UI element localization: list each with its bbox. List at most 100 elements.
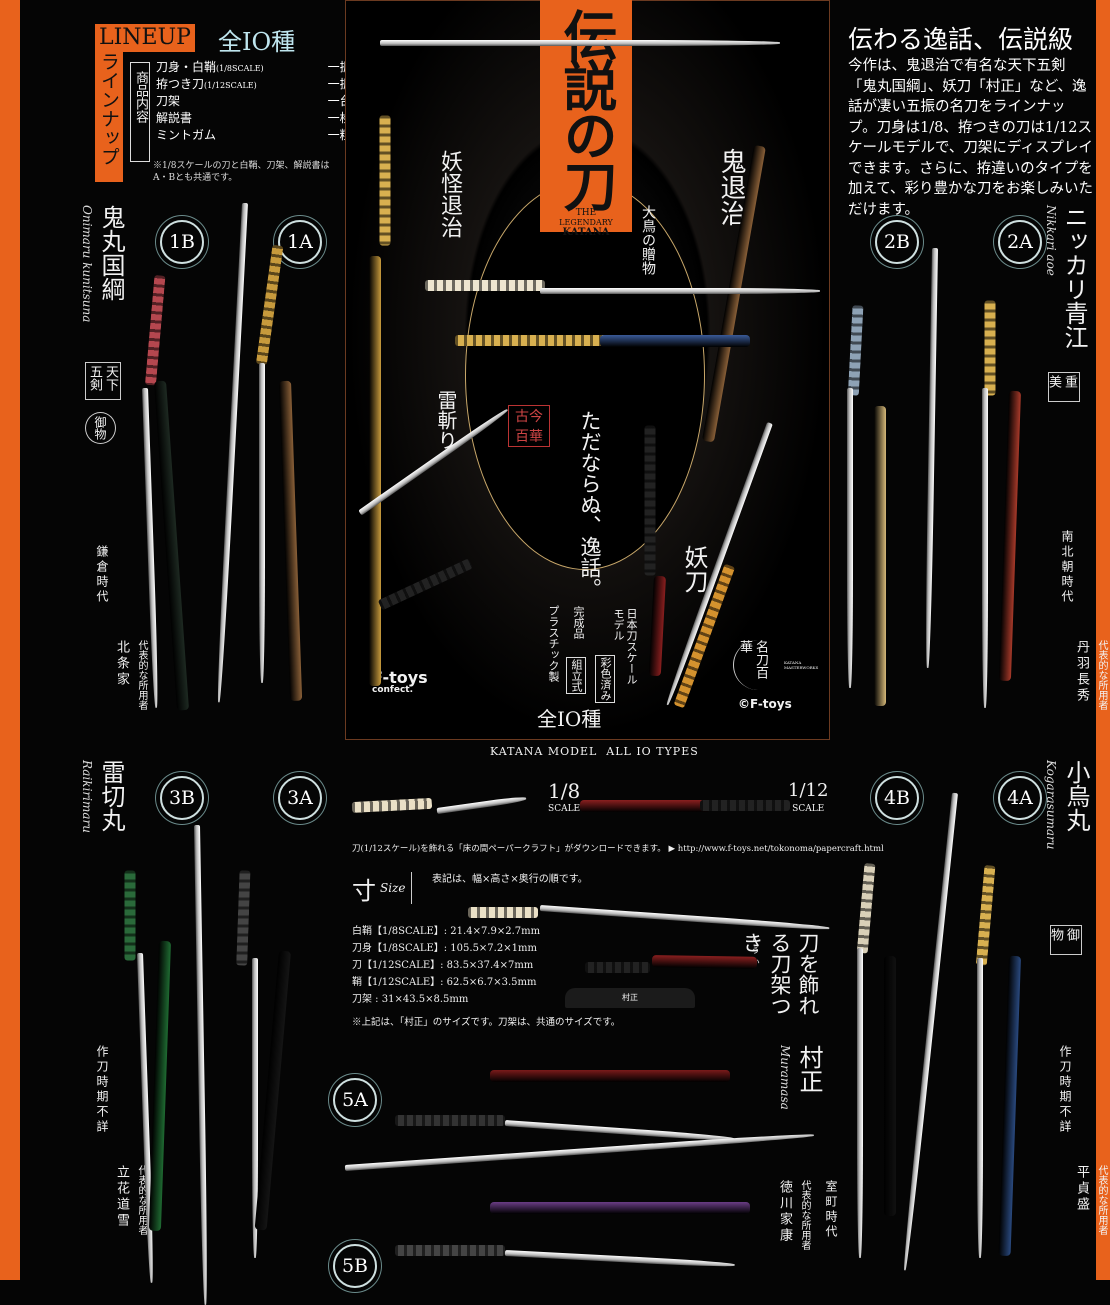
lineup-item-name: 解説書 <box>156 111 193 125</box>
scale-1-12-word: SCALE <box>792 804 825 814</box>
katana-handle-image <box>395 1245 505 1256</box>
katana-handle-image <box>351 797 433 813</box>
katana-handle-image <box>144 275 166 386</box>
katana-owner: 代表的な所用者北条家 <box>95 640 149 710</box>
katana-owner: 代表的な所用者徳川家康 <box>758 1180 812 1250</box>
size-row: 刀架 : 31×43.5×8.5mm <box>352 994 469 1005</box>
katana-sheath-image <box>600 335 750 347</box>
title-banner: 伝説の刀 THE LEGENDARY KATANA <box>540 0 632 238</box>
subtitle-line1: THE <box>575 208 597 218</box>
lineup-item-name: 刀身・白鞘(1/8SCALE) <box>156 60 264 74</box>
lineup-item: 刀架一台 <box>154 92 354 109</box>
katana-name: ニッカリ青江 <box>1060 205 1088 349</box>
stand-label: 村正 <box>622 993 638 1002</box>
katana-era: 室町時代 <box>824 1180 838 1240</box>
katana-blade-image <box>540 288 820 294</box>
size-row: 鞘【1/12SCALE】: 62.5×6.7×3.5mm <box>352 977 537 988</box>
katana-romaji: Onimaru kunitsuna <box>80 205 94 323</box>
lineup-count: 全IO種 <box>218 28 296 56</box>
katana-blade-image <box>259 363 265 683</box>
katana-sheath-image <box>490 1070 730 1082</box>
variant-badge-1A: 1A <box>278 220 322 264</box>
variant-badge-3B: 3B <box>160 776 204 820</box>
katana-sheath-image <box>148 940 171 1232</box>
katana-handle-image <box>379 115 391 246</box>
scale-1-12: 1/12 SCALE <box>788 782 828 818</box>
scale-1-8-value: 1/8 <box>548 779 581 803</box>
katana-sheath-image <box>998 390 1021 682</box>
variant-badge-4B: 4B <box>875 776 919 820</box>
scale-1-8-word: SCALE <box>548 804 581 814</box>
brand-name: F-toys <box>372 668 428 687</box>
katana-handle-image <box>255 244 284 366</box>
intro-body: 今作は、鬼退治で有名な天下五剣「鬼丸国綱」、妖刀「村正」など、逸話が凄い五振の名… <box>848 58 1094 218</box>
tagline: ただならぬ、逸話。 <box>578 410 602 599</box>
lineup-label: LINEUP <box>95 24 195 52</box>
katana-blade-image <box>380 40 780 46</box>
stand-ruby: とうか <box>751 934 760 970</box>
size-kanji: 寸 <box>352 876 376 905</box>
katana-romaji: Raikirimaru <box>80 760 94 833</box>
katana-romaji: Nikkari aoe <box>1044 205 1058 276</box>
katana-blade-image <box>344 1132 815 1171</box>
katana-handle-image <box>856 863 876 954</box>
subtitle-line3: KATANA <box>562 227 610 238</box>
katana-handle-image <box>236 870 251 966</box>
owner-name: 立花道雪 <box>114 1165 129 1229</box>
katana-blade-image <box>847 388 853 688</box>
katana-sheath-image <box>279 380 303 702</box>
katana-romaji: Muramasa <box>778 1045 792 1110</box>
lineup-item-name: 拵つき刀(1/12SCALE) <box>156 77 257 91</box>
variant-badge-5B: 5B <box>333 1244 377 1288</box>
lineup-item: 拵つき刀(1/12SCALE)一振 <box>154 75 354 92</box>
scale-1-12-value: 1/12 <box>788 780 829 801</box>
katana-handle-image <box>395 1115 505 1126</box>
series-logo-sub: KATANA MASTERWORKS <box>784 660 819 670</box>
brand-sub: confect. <box>372 685 414 695</box>
size-heading: 寸 Size <box>352 872 413 905</box>
feature-painted: 彩色済み <box>595 655 615 703</box>
katana-era: 作刀時期不詳 <box>1058 1045 1072 1135</box>
katana-blade-image <box>215 202 248 703</box>
katana-blade-image <box>504 1250 735 1269</box>
katana-blade-image <box>924 247 938 668</box>
katana-handle-image <box>585 962 650 973</box>
katana-name: 村正 <box>795 1045 823 1093</box>
variant-badge-1B: 1B <box>160 220 204 264</box>
ftoys-logo: F-toys confect. <box>372 668 428 696</box>
size-row: 刀身【1/8SCALE】: 105.5×7.2×1mm <box>352 943 537 954</box>
katana-name: 小烏丸 <box>1062 760 1090 832</box>
katana-blade-image <box>194 824 209 1305</box>
size-note: 表記は、幅×高さ×奥行の順です。 <box>432 874 588 885</box>
intro-heading: 伝わる逸話、伝説級 <box>848 25 1074 54</box>
variant-badge-5A: 5A <box>333 1078 377 1122</box>
papercraft-link[interactable]: 刀(1/12スケール)を飾れる「床の間ペーパークラフト」がダウンロードできます。… <box>352 844 884 854</box>
variant-badge-4A: 4A <box>998 776 1042 820</box>
stand-text: 刀を飾れる刀架つき <box>740 932 820 1016</box>
katana-owner: 代表的な所用者平貞盛 <box>1055 1165 1109 1235</box>
katana-owner: 代表的な所用者立花道雪 <box>95 1165 149 1235</box>
owner-label: 代表的な所用者 <box>799 1180 810 1250</box>
lineup-item: 刀身・白鞘(1/8SCALE)一振 <box>154 58 354 75</box>
katana-handle-image <box>425 280 545 291</box>
katana-sheath-image <box>874 406 886 706</box>
series-logo-text: 名刀百華 <box>737 640 768 679</box>
katana-sheath-image <box>580 800 710 812</box>
size-footnote: ※上記は、「村正」のサイズです。刀架は、共通のサイズです。 <box>352 1017 621 1028</box>
katana-blade-image <box>436 795 527 814</box>
size-row: 刀【1/12SCALE】: 83.5×37.4×7mm <box>352 960 534 971</box>
designation-mark: 天下五剣 <box>85 362 121 400</box>
scale-1-8: 1/8 SCALE <box>548 779 581 818</box>
right-orange-border <box>1096 0 1110 1280</box>
copyright: ©F-toys <box>738 697 792 711</box>
lineup-vertical-label: ラインナップ <box>95 52 123 182</box>
owner-label: 代表的な所用者 <box>136 640 147 710</box>
lineup-list: 刀身・白鞘(1/8SCALE)一振拵つき刀(1/12SCALE)一振刀架一台解説… <box>154 58 354 143</box>
variant-badge-2A: 2A <box>998 220 1042 264</box>
feature-assembly: 組立式 <box>566 657 586 694</box>
owner-label: 代表的な所用者 <box>1096 640 1107 710</box>
contents-label: 商品内容 <box>130 62 150 162</box>
owner-name: 北条家 <box>114 640 129 688</box>
main-title: 伝説の刀 <box>554 8 618 208</box>
katana-handle-image <box>644 425 656 576</box>
